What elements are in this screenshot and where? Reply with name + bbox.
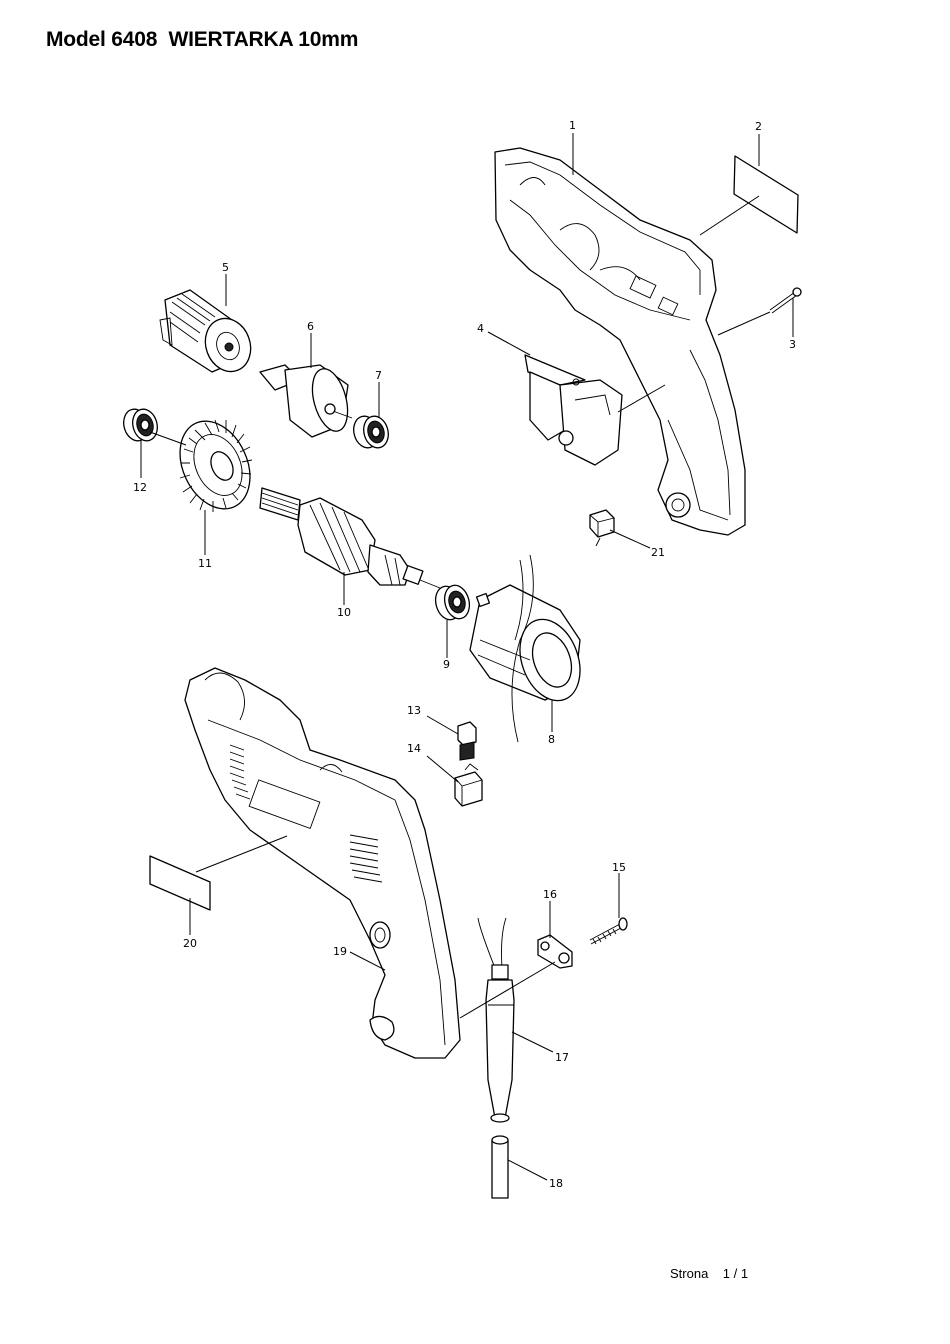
part-14-brush-holder bbox=[454, 763, 483, 807]
callout-12: 12 bbox=[133, 481, 147, 494]
page-number: 1 / 1 bbox=[722, 1266, 749, 1281]
part-9-ball-bearing bbox=[434, 584, 471, 621]
part-21-small-block bbox=[589, 509, 615, 547]
part-3-screw bbox=[769, 287, 802, 314]
part-13-brush-holder-cap bbox=[457, 721, 477, 761]
callout-18: 18 bbox=[549, 1177, 563, 1190]
part-16-cord-clamp bbox=[537, 934, 573, 969]
callout-20: 20 bbox=[183, 937, 197, 950]
part-11-helical-gear bbox=[179, 419, 253, 512]
callout-16: 16 bbox=[543, 888, 557, 901]
callout-9: 9 bbox=[443, 658, 450, 671]
callout-2: 2 bbox=[755, 120, 762, 133]
part-6-spindle bbox=[259, 364, 353, 438]
callout-14: 14 bbox=[407, 742, 421, 755]
part-4-switch bbox=[524, 354, 623, 466]
callout-6: 6 bbox=[307, 320, 314, 333]
callout-4: 4 bbox=[477, 322, 484, 335]
page-word: Strona bbox=[670, 1266, 709, 1281]
part-17-strain-relief bbox=[477, 917, 515, 1123]
part-12-ball-bearing bbox=[123, 408, 158, 442]
part-10-armature bbox=[259, 487, 441, 589]
page-footer: Strona 1 / 1 bbox=[670, 1266, 748, 1281]
callout-5: 5 bbox=[222, 261, 229, 274]
part-15-screw bbox=[589, 917, 628, 945]
part-20-label bbox=[149, 855, 211, 911]
callout-21: 21 bbox=[651, 546, 665, 559]
callout-8: 8 bbox=[548, 733, 555, 746]
part-18-power-cord bbox=[491, 1135, 509, 1199]
callout-13: 13 bbox=[407, 704, 421, 717]
callout-17: 17 bbox=[555, 1051, 569, 1064]
part-19-housing-half-outer bbox=[184, 667, 461, 1059]
callout-11: 11 bbox=[198, 557, 212, 570]
part-8-field-stator bbox=[469, 554, 581, 743]
callout-7: 7 bbox=[375, 369, 382, 382]
page-title: Model 6408 WIERTARKA 10mm bbox=[46, 28, 359, 51]
part-5-drill-chuck bbox=[159, 289, 252, 373]
part-7-ball-bearing bbox=[353, 415, 389, 449]
part-2-nameplate-label bbox=[733, 155, 799, 234]
callout-labels: 1 2 3 4 5 6 7 8 9 10 11 12 13 14 15 16 1… bbox=[133, 119, 796, 1190]
part-1-housing-half bbox=[494, 147, 746, 536]
leader-lines bbox=[140, 133, 794, 1181]
callout-19: 19 bbox=[333, 945, 347, 958]
callout-15: 15 bbox=[612, 861, 626, 874]
callout-3: 3 bbox=[789, 338, 796, 351]
callout-10: 10 bbox=[337, 606, 351, 619]
callout-1: 1 bbox=[569, 119, 576, 132]
